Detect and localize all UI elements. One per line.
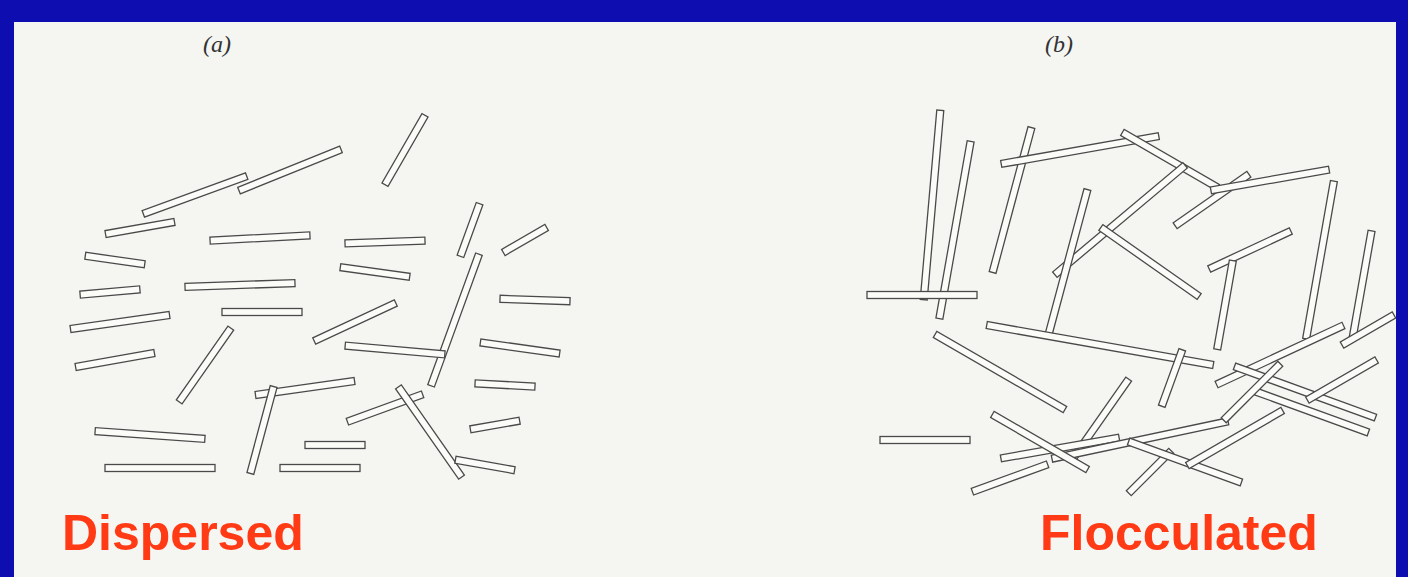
panel-caption: Flocculated (1040, 508, 1318, 558)
panel-caption: Dispersed (62, 508, 304, 558)
panel-letter: (a) (203, 32, 231, 56)
panel-letter: (b) (1045, 32, 1073, 56)
page-ground (14, 22, 1396, 577)
flocculated-rods (867, 110, 1396, 496)
dispersed-rods (70, 114, 570, 479)
